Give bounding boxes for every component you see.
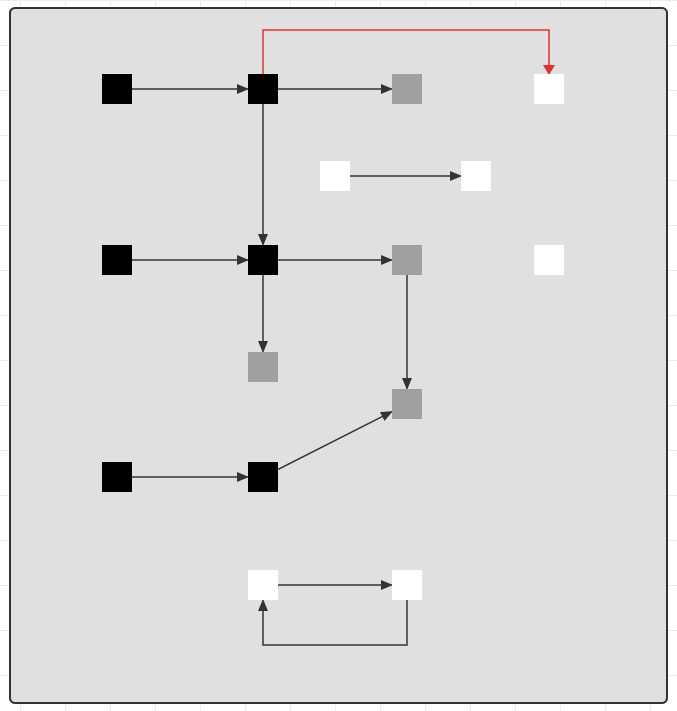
node-c3[interactable] (392, 245, 422, 275)
node-g2[interactable] (392, 570, 422, 600)
node-g1[interactable] (248, 570, 278, 600)
node-c4[interactable] (534, 245, 564, 275)
node-b2[interactable] (461, 161, 491, 191)
node-a4[interactable] (534, 74, 564, 104)
node-c1[interactable] (102, 245, 132, 275)
node-c2[interactable] (248, 245, 278, 275)
node-a2[interactable] (248, 74, 278, 104)
node-a3[interactable] (392, 74, 422, 104)
node-e1[interactable] (392, 389, 422, 419)
node-b1[interactable] (320, 161, 350, 191)
node-f1[interactable] (102, 462, 132, 492)
node-f2[interactable] (248, 462, 278, 492)
node-d1[interactable] (248, 352, 278, 382)
edge-a2-a4[interactable] (262, 29, 555, 75)
edge-g2-g1[interactable] (258, 599, 408, 646)
node-a1[interactable] (102, 74, 132, 104)
edge-f2-e1[interactable] (277, 410, 393, 471)
diagram-canvas (9, 7, 668, 704)
